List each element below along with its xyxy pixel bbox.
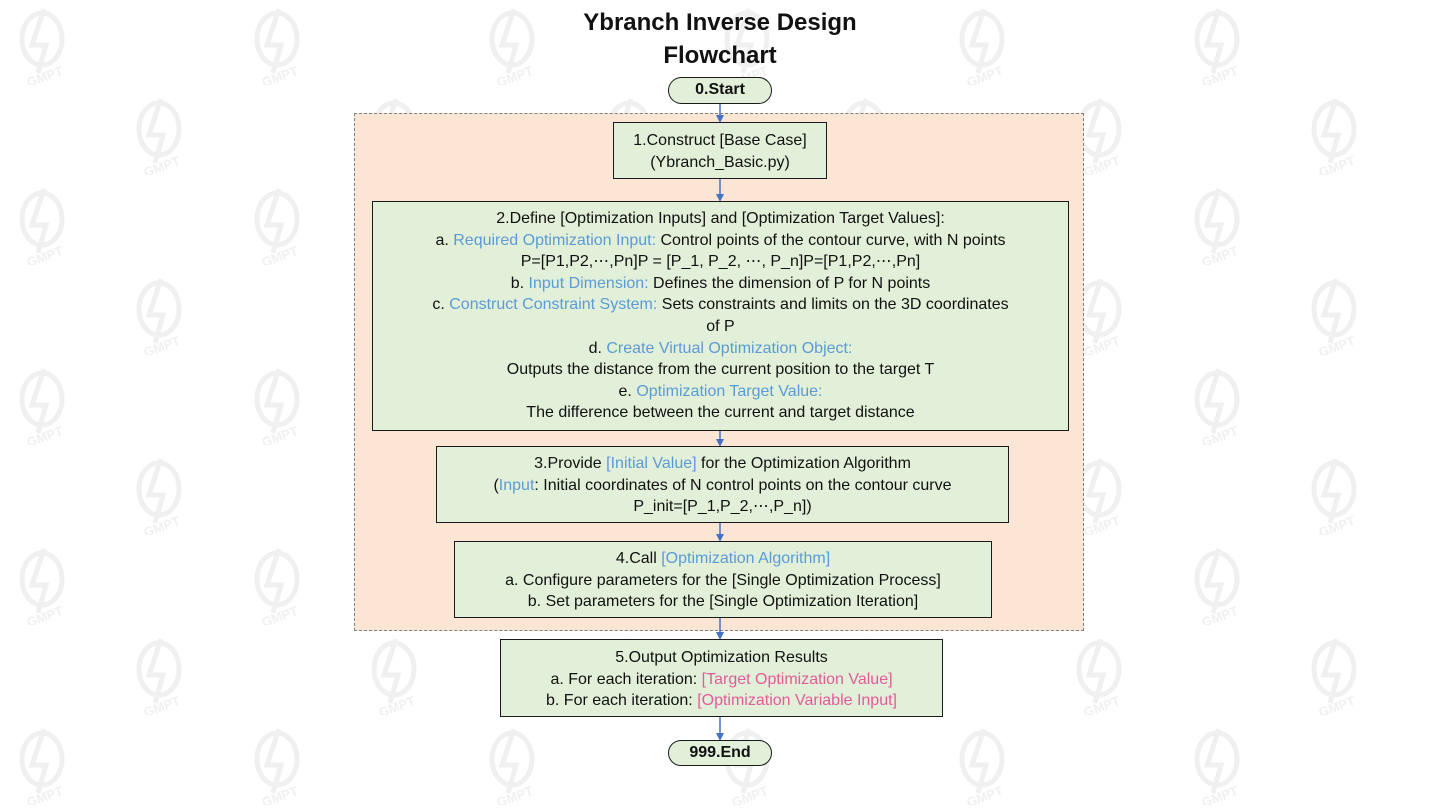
step2-item-a-formula: P=[P1,P2,⋯,Pn]P = [P_1, P_2, ⋯, P_n]P=[P… bbox=[520, 253, 921, 271]
step3-key: [Initial Value] bbox=[606, 455, 697, 472]
title-line-1: Ybranch Inverse Design bbox=[583, 9, 857, 36]
step2-item-c: c. Construct Constraint System: Sets con… bbox=[432, 296, 1009, 314]
step5-item-a: a. For each iteration: [Target Optimizat… bbox=[550, 670, 893, 688]
step4-line2: a. Configure parameters for the [Single … bbox=[505, 571, 941, 589]
step3-box: 3.Provide [Initial Value] for the Optimi… bbox=[436, 446, 1009, 523]
step2-item-d-desc: Outputs the distance from the current po… bbox=[506, 361, 935, 379]
step1-box: 1.Construct [Base Case] (Ybranch_Basic.p… bbox=[613, 122, 827, 179]
step2-item-d-key: Create Virtual Optimization Object: bbox=[606, 339, 853, 357]
step2-item-a: a. Required Optimization Input: Control … bbox=[435, 231, 1006, 249]
start-node: 0.Start bbox=[668, 77, 772, 104]
step4-key: [Optimization Algorithm] bbox=[661, 550, 831, 567]
step2-item-e-key: Optimization Target Value: bbox=[636, 382, 823, 400]
step4-box: 4.Call [Optimization Algorithm] a. Confi… bbox=[454, 541, 992, 618]
step2-box: 2.Define [Optimization Inputs] and [Opti… bbox=[372, 201, 1069, 431]
step5-line1: 5.Output Optimization Results bbox=[615, 649, 828, 666]
step2-heading: 2.Define [Optimization Inputs] and [Opti… bbox=[496, 210, 945, 227]
step1-line2: (Ybranch_Basic.py) bbox=[650, 153, 790, 171]
step3-input-key: Input bbox=[498, 476, 535, 494]
step5-item-a-key: [Target Optimization Value] bbox=[701, 670, 893, 688]
step2-item-e: e. Optimization Target Value: bbox=[618, 382, 823, 400]
step2-item-d: d. Create Virtual Optimization Object: bbox=[588, 339, 853, 357]
step2-item-c-key: Construct Constraint System: bbox=[449, 296, 658, 314]
step2-item-b-key: Input Dimension: bbox=[528, 274, 649, 292]
step4-line3: b. Set parameters for the [Single Optimi… bbox=[527, 593, 919, 611]
diagram-title: Ybranch Inverse Design Flowchart bbox=[520, 6, 920, 72]
step4-line1: 4.Call [Optimization Algorithm] bbox=[615, 550, 831, 567]
title-line-2: Flowchart bbox=[663, 42, 777, 69]
step5-box: 5.Output Optimization Results a. For eac… bbox=[500, 639, 943, 717]
step2-item-e-desc: The difference between the current and t… bbox=[526, 404, 915, 422]
step1-line1: 1.Construct [Base Case] bbox=[633, 132, 807, 149]
step2-item-b: b. Input Dimension: Defines the dimensio… bbox=[510, 274, 931, 292]
step2-item-c-cont: of P bbox=[706, 317, 735, 335]
step3-line1: 3.Provide [Initial Value] for the Optimi… bbox=[534, 455, 911, 472]
step5-item-b-key: [Optimization Variable Input] bbox=[697, 692, 897, 710]
end-node: 999.End bbox=[668, 740, 772, 766]
end-label: 999.End bbox=[689, 744, 751, 761]
step3-line3: P_init=[P_1,P_2,⋯,P_n]) bbox=[633, 498, 812, 516]
step5-item-b: b. For each iteration: [Optimization Var… bbox=[546, 692, 897, 710]
step2-item-a-key: Required Optimization Input: bbox=[453, 231, 657, 249]
step3-line2: (Input: Initial coordinates of N control… bbox=[493, 476, 952, 494]
start-label: 0.Start bbox=[695, 81, 745, 98]
